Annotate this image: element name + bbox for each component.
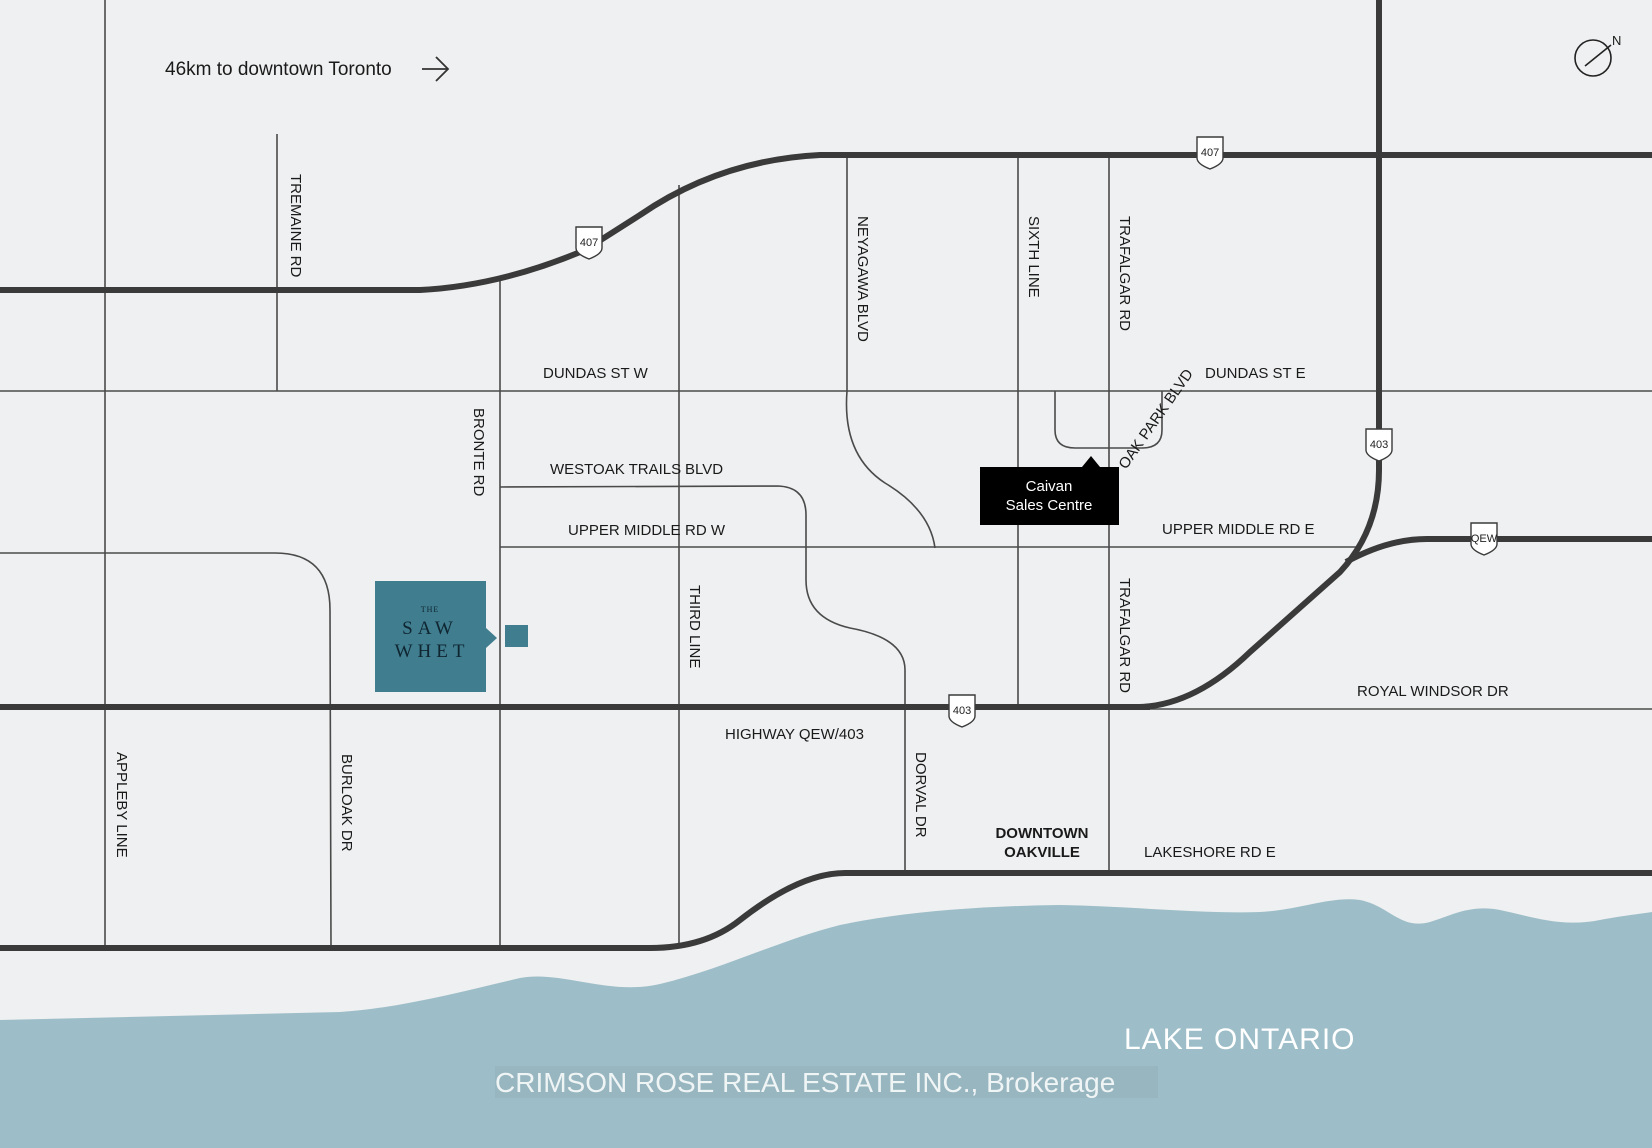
label-trafalgar-rd-north: TRAFALGAR RD [1116, 216, 1133, 331]
shield-qew: QEW [1470, 522, 1498, 556]
north-compass-icon [1574, 39, 1612, 77]
lakeshore-rd [0, 870, 1652, 951]
shield-403-north-text: 403 [1370, 439, 1388, 451]
sales-centre-pointer [1082, 456, 1100, 467]
highway-403-curve [1139, 469, 1382, 710]
label-appleby-line: APPLEBY LINE [113, 752, 130, 858]
label-royal-windsor: ROYAL WINDSOR DR [1357, 683, 1509, 700]
sales-centre-line-1: Caivan [1026, 478, 1073, 495]
caivan-sales-centre[interactable]: Caivan Sales Centre [980, 456, 1119, 525]
road-burloak-dr [0, 552, 332, 949]
label-burloak-dr: BURLOAK DR [338, 754, 355, 852]
sales-centre-line-2: Sales Centre [1006, 497, 1093, 514]
brand-line-1: SAW [402, 618, 458, 639]
label-neyagawa-blvd: NEYAGAWA BLVD [854, 216, 871, 342]
saw-whet-pointer [486, 628, 497, 648]
the-saw-whet-site[interactable]: THE SAW WHET [375, 581, 528, 692]
label-westoak-trails: WESTOAK TRAILS [550, 461, 681, 478]
label-upper-middle-w: UPPER MIDDLE [568, 522, 681, 539]
brand-line-2: WHET [395, 641, 470, 662]
highway-407 [0, 152, 1652, 293]
label-dorval-dr: DORVAL DR [912, 752, 929, 838]
shield-403-qew-text: 403 [953, 705, 971, 717]
shield-407-east-text: 407 [1201, 147, 1219, 159]
road-westoak-trails-blvd [499, 485, 906, 873]
shield-407-west-text: 407 [580, 237, 598, 249]
label-downtown-line-2: OAKVILLE [1004, 844, 1080, 861]
site-marker-square [505, 625, 528, 647]
road-neyagawa-curve [845, 390, 936, 549]
label-dundas-st-e: DUNDAS ST E [1205, 365, 1306, 382]
toronto-distance-label: 46km to downtown Toronto [165, 59, 392, 80]
brand-small: THE [421, 605, 440, 614]
brokerage-watermark: CRIMSON ROSE REAL ESTATE INC., Brokerage [495, 1067, 1115, 1098]
highway-qew-east [1344, 535, 1652, 565]
shield-407-east: 407 [1196, 136, 1224, 170]
label-highway-qew-403: HIGHWAY QEW/403 [725, 726, 864, 743]
saw-whet-logo-block [375, 581, 486, 692]
label-lakeshore-rd-e: LAKESHORE RD E [1144, 844, 1276, 861]
label-tremaine-rd: TREMAINE RD [287, 174, 304, 278]
label-bronte-rd: BRONTE RD [470, 408, 487, 497]
shield-403-north: 403 [1365, 428, 1393, 462]
label-dundas-st-w: DUNDAS ST W [543, 365, 649, 382]
road-oak-park-blvd [1054, 391, 1163, 449]
label-sixth-line: SIXTH LINE [1025, 216, 1042, 298]
label-third-line: THIRD LINE [686, 585, 703, 668]
shield-407-west: 407 [575, 226, 603, 260]
north-label: N [1612, 33, 1621, 48]
arrow-right-icon [422, 56, 450, 82]
label-upper-middle-rd-w: RD W [685, 522, 726, 539]
label-downtown-line-1: DOWNTOWN [995, 825, 1088, 842]
sales-centre-box [980, 467, 1119, 525]
label-lake-ontario: LAKE ONTARIO [1124, 1023, 1356, 1056]
label-upper-middle-e: UPPER MIDDLE RD E [1162, 521, 1315, 538]
label-westoak-blvd: BLVD [685, 461, 723, 478]
watermark-backdrop [495, 1066, 1158, 1098]
lake-ontario-water [0, 899, 1652, 1148]
label-trafalgar-rd-south: TRAFALGAR RD [1116, 578, 1133, 693]
shield-403-qew: 403 [948, 694, 976, 728]
shield-qew-text: QEW [1471, 533, 1498, 545]
